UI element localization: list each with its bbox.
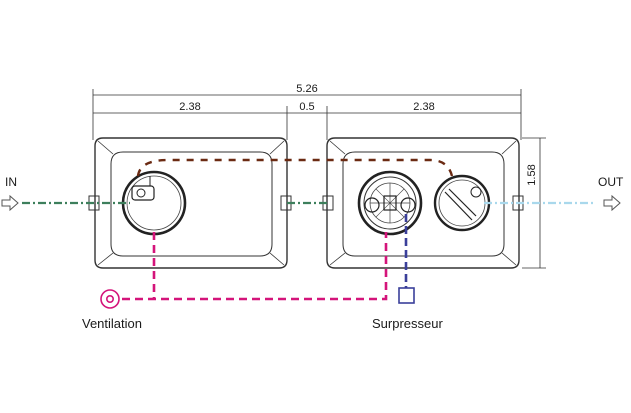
dimension-tank-right-length: 2.38 xyxy=(413,101,434,113)
dimension-tank-left-length: 2.38 xyxy=(179,101,200,113)
ventilation-symbol-icon xyxy=(100,289,120,309)
arrow-right-outline-icon xyxy=(1,194,19,212)
ventilation-pipe xyxy=(122,232,388,301)
dimension-total-length: 5.26 xyxy=(296,83,317,95)
left-tank-manhole xyxy=(121,170,187,236)
ventilation-label: Ventilation xyxy=(82,316,142,331)
dimension-width: 1.58 xyxy=(526,164,538,185)
dimension-lines xyxy=(92,89,546,269)
blower-square-icon xyxy=(398,287,415,304)
blower-label: Surpresseur xyxy=(372,316,443,331)
outlet-label: OUT xyxy=(598,175,624,189)
right-tank-outlet-chamber xyxy=(433,174,491,232)
inlet-label: IN xyxy=(5,175,17,189)
arrow-right-outline-icon xyxy=(603,194,621,212)
dimension-gap: 0.5 xyxy=(299,101,314,113)
right-tank-aerator-manhole xyxy=(357,170,423,236)
tank-left xyxy=(88,137,292,269)
tank-right xyxy=(322,137,524,269)
recirculation-pipe xyxy=(136,158,454,177)
